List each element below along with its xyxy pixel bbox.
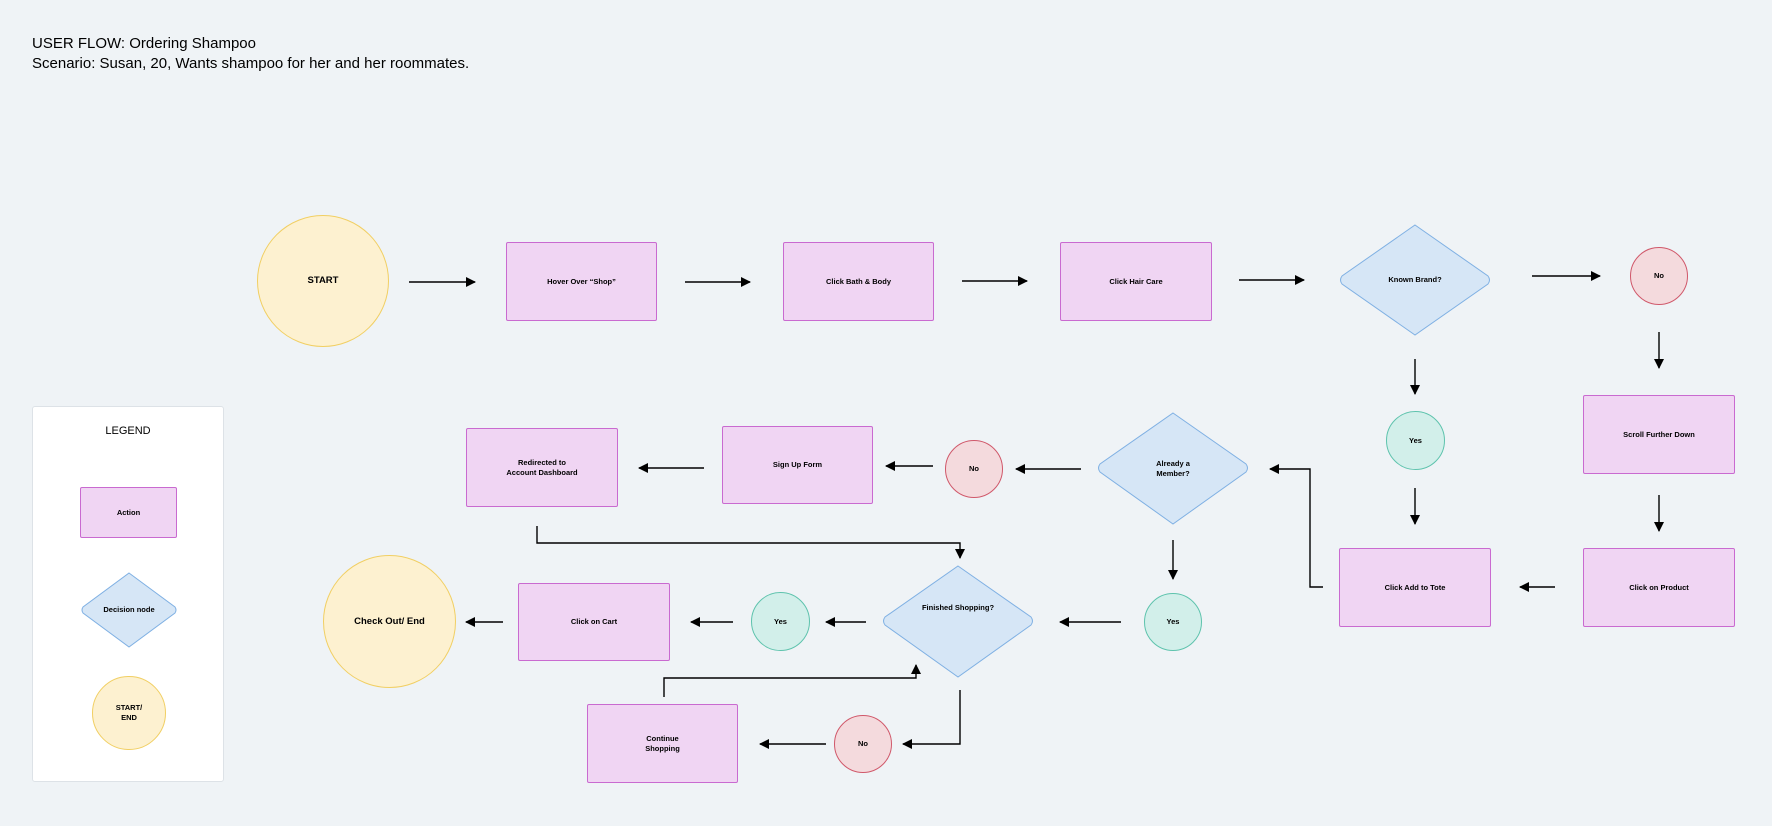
known-brand-label: Known Brand? xyxy=(1388,275,1442,284)
legend-title: LEGEND xyxy=(105,425,151,437)
arrow-finished-to-no xyxy=(902,690,961,749)
diagram-scenario: Scenario: Susan, 20, Wants shampoo for h… xyxy=(32,55,470,72)
node-known-brand: Known Brand? xyxy=(1338,224,1492,336)
node-yes-known-brand: Yes xyxy=(1386,411,1445,470)
arrow-tote-to-member xyxy=(1269,464,1323,588)
already-member-label: Already a Member? xyxy=(1156,458,1190,478)
node-already-member: Already a Member? xyxy=(1096,412,1250,525)
node-yes-member: Yes xyxy=(1144,593,1202,651)
node-finished-shopping: Finished Shopping? xyxy=(881,565,1035,678)
legend-panel: LEGEND Action Decision node START/ END xyxy=(32,406,224,782)
node-no-member: No xyxy=(945,440,1003,498)
node-hover-shop: Hover Over “Shop” xyxy=(506,242,657,321)
legend-action: Action xyxy=(80,487,177,538)
legend-decision-node: Decision node xyxy=(80,572,178,648)
decision-diamond-shape xyxy=(81,572,177,648)
node-start: START xyxy=(257,215,389,347)
decision-diamond-shape xyxy=(883,565,1033,678)
node-yes-finished: Yes xyxy=(751,592,810,651)
decision-diamond-shape xyxy=(1098,412,1248,525)
node-click-add-to-tote: Click Add to Tote xyxy=(1339,548,1491,627)
node-click-on-product: Click on Product xyxy=(1583,548,1735,627)
arrow-continue-to-finished xyxy=(663,664,921,697)
diagram-header: USER FLOW: Ordering Shampoo Scenario: Su… xyxy=(32,34,469,74)
legend-start-end: START/ END xyxy=(92,676,166,750)
node-check-out-end: Check Out/ End xyxy=(323,555,456,688)
node-redirected-dashboard: Redirected to Account Dashboard xyxy=(466,428,618,507)
node-click-bath-body: Click Bath & Body xyxy=(783,242,934,321)
node-click-on-cart: Click on Cart xyxy=(518,583,670,661)
legend-decision-label: Decision node xyxy=(103,605,155,614)
arrow-dashboard-to-finished xyxy=(536,526,965,559)
finished-shopping-label: Finished Shopping? xyxy=(921,602,995,612)
node-no-known-brand: No xyxy=(1630,247,1688,305)
node-sign-up-form: Sign Up Form xyxy=(722,426,873,504)
decision-diamond-shape xyxy=(1340,224,1490,336)
node-continue-shopping: Continue Shopping xyxy=(587,704,738,783)
node-scroll-further-down: Scroll Further Down xyxy=(1583,395,1735,474)
node-click-hair-care: Click Hair Care xyxy=(1060,242,1212,321)
diagram-title: USER FLOW: Ordering Shampoo xyxy=(32,35,256,52)
node-no-finished: No xyxy=(834,715,892,773)
